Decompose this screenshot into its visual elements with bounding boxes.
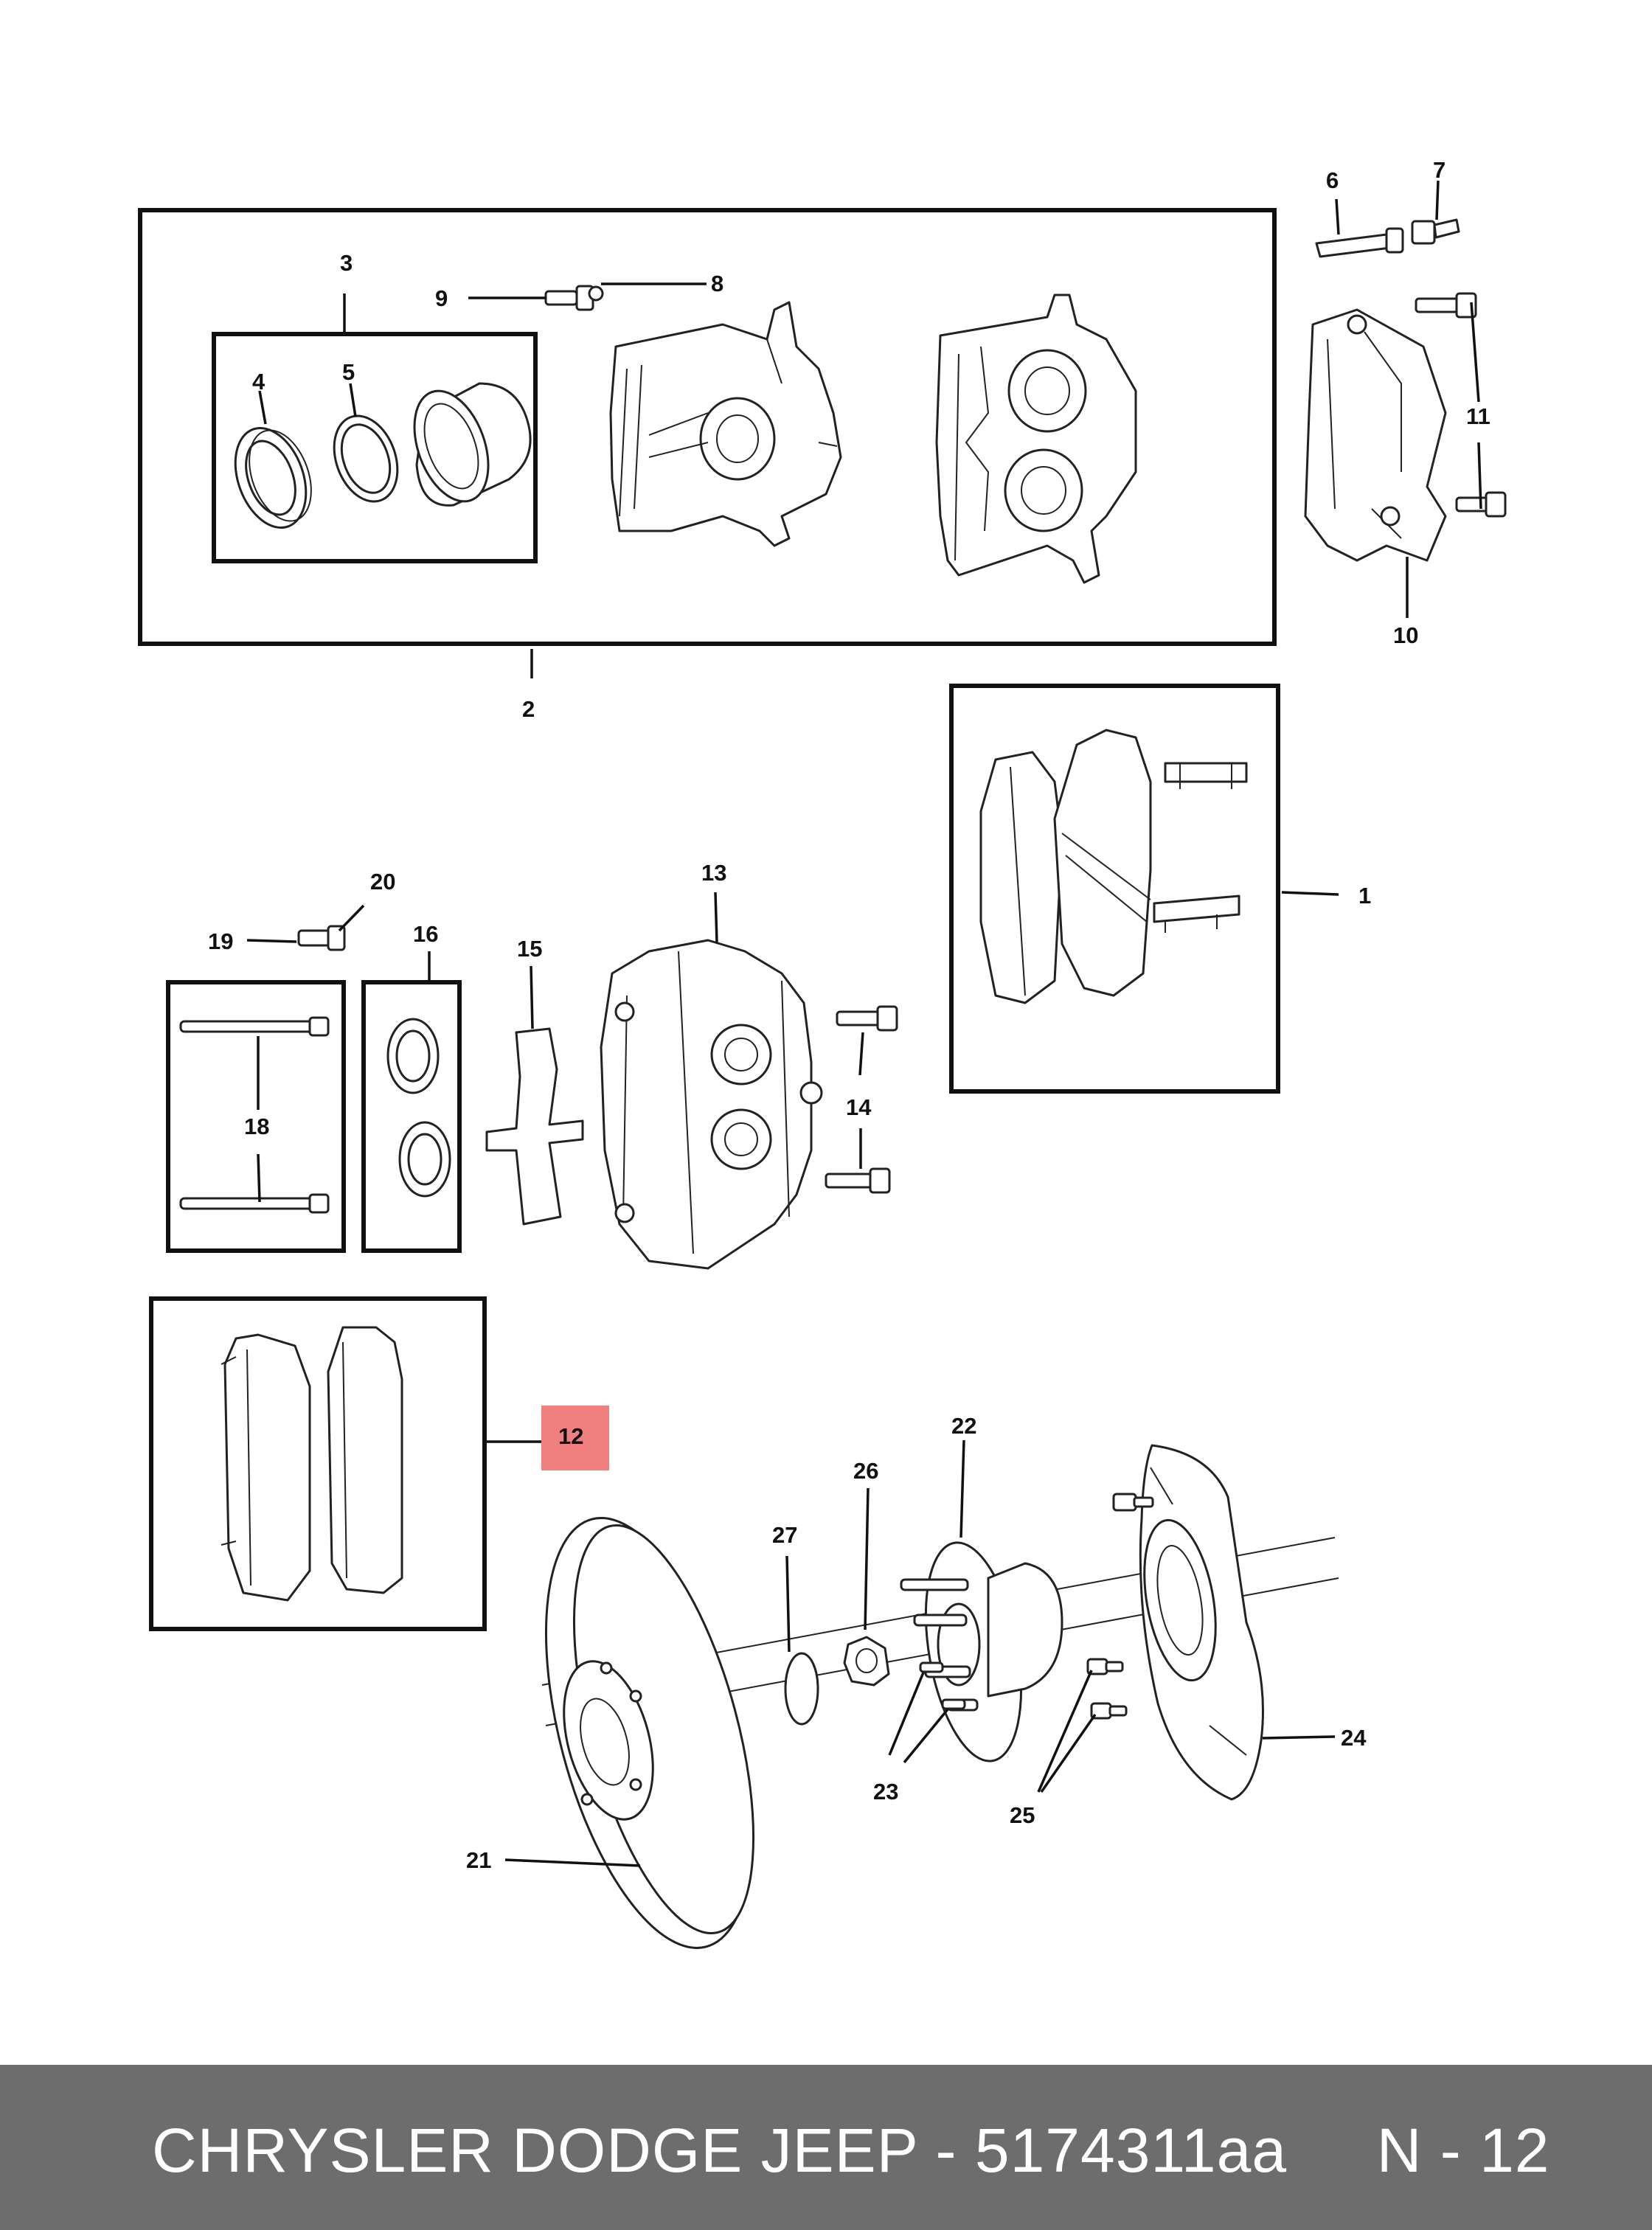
callout-25: 25 (1010, 1802, 1035, 1828)
callout-8: 8 (711, 271, 723, 296)
callout-12: 12 (558, 1423, 583, 1449)
anti-rattle-clip-lower (1153, 895, 1240, 933)
callout-1: 1 (1358, 883, 1371, 909)
callout-12-highlight (541, 1406, 609, 1470)
caliper-piston (413, 382, 532, 507)
bleeder-screw-19-20 (297, 925, 346, 951)
wheel-hub-bearing-22 (900, 1541, 1063, 1762)
callout-24: 24 (1341, 1725, 1367, 1751)
callout-13: 13 (701, 860, 726, 886)
caliper-bolt-14-upper (836, 1005, 898, 1032)
guide-pin-bolt-7 (1411, 218, 1460, 245)
brake-caliper-front (609, 301, 842, 547)
piston-seal-16-upper (386, 1018, 440, 1094)
callout-22: 22 (951, 1413, 976, 1439)
adapter-bolt-11-upper (1415, 292, 1477, 319)
callout-19: 19 (208, 928, 233, 954)
guide-pin-box (166, 980, 346, 1253)
callout-9: 9 (435, 285, 448, 311)
brake-pad-outer-1 (1053, 729, 1152, 997)
callout-16: 16 (413, 921, 438, 947)
bleeder-screw-8-9 (544, 285, 604, 311)
callout-27: 27 (772, 1522, 797, 1548)
splash-shield-24 (1139, 1444, 1264, 1801)
callout-20: 20 (370, 869, 395, 895)
pad-support-plate-15 (485, 1027, 584, 1226)
hub-nut-26 (843, 1636, 890, 1687)
caliper-assembly-box (138, 208, 1277, 646)
callout-14: 14 (846, 1094, 872, 1120)
callout-3: 3 (340, 250, 353, 276)
callout-11: 11 (1466, 403, 1490, 429)
callout-labels: 1 2 3 4 5 6 7 8 9 10 11 12 13 14 15 16 1… (208, 157, 1490, 1873)
callout-15: 15 (517, 936, 542, 962)
brake-caliper-13 (600, 939, 823, 1270)
callout-26: 26 (853, 1458, 878, 1484)
adapter-bolt-11-lower (1455, 491, 1507, 518)
callout-10: 10 (1393, 622, 1418, 648)
brake-pad-inner-12 (221, 1333, 311, 1602)
guide-pin-18-upper (179, 1016, 330, 1037)
piston-seal-16-lower (398, 1121, 451, 1198)
callout-4: 4 (252, 369, 266, 395)
guide-pin-6 (1315, 227, 1404, 258)
part-number-caption: CHRYSLER DODGE JEEP - 5174311aa N - 12 (152, 2116, 1550, 2185)
hub-cap-27 (784, 1652, 819, 1726)
caliper-bolt-14-lower (825, 1167, 891, 1194)
brake-pad-kit-box-12 (149, 1296, 487, 1631)
seal-ring-5 (333, 414, 399, 503)
brake-parts-diagram: 1 2 3 4 5 6 7 8 9 10 11 12 13 14 15 16 1… (138, 157, 1507, 1949)
guide-pin-18-lower (179, 1193, 330, 1214)
callout-5: 5 (342, 359, 355, 385)
brake-pad-inner-1 (979, 751, 1063, 1004)
brake-caliper-rear (935, 293, 1137, 584)
callout-23: 23 (873, 1779, 898, 1805)
piston-seal-box (361, 980, 462, 1253)
caliper-adapter-bracket-10 (1304, 308, 1447, 562)
footer-bar (0, 2065, 1652, 2230)
seal-ring-4 (234, 427, 312, 529)
callout-7: 7 (1433, 157, 1446, 183)
callout-21: 21 (466, 1847, 491, 1873)
callout-18: 18 (244, 1114, 269, 1139)
anti-rattle-clip-upper (1164, 762, 1248, 789)
callout-2: 2 (522, 696, 535, 722)
brake-rotor-21 (541, 1517, 1339, 1949)
shield-bolt-24-top (1112, 1493, 1154, 1512)
wheel-stud-23 (919, 1661, 966, 1710)
callout-6: 6 (1326, 167, 1339, 193)
shield-bolt-25 (1086, 1658, 1128, 1720)
leader-lines (246, 180, 1482, 1867)
brake-pad-outer-12 (327, 1326, 403, 1594)
brake-pad-kit-box-1 (949, 684, 1280, 1094)
seal-kit-box (212, 332, 538, 563)
